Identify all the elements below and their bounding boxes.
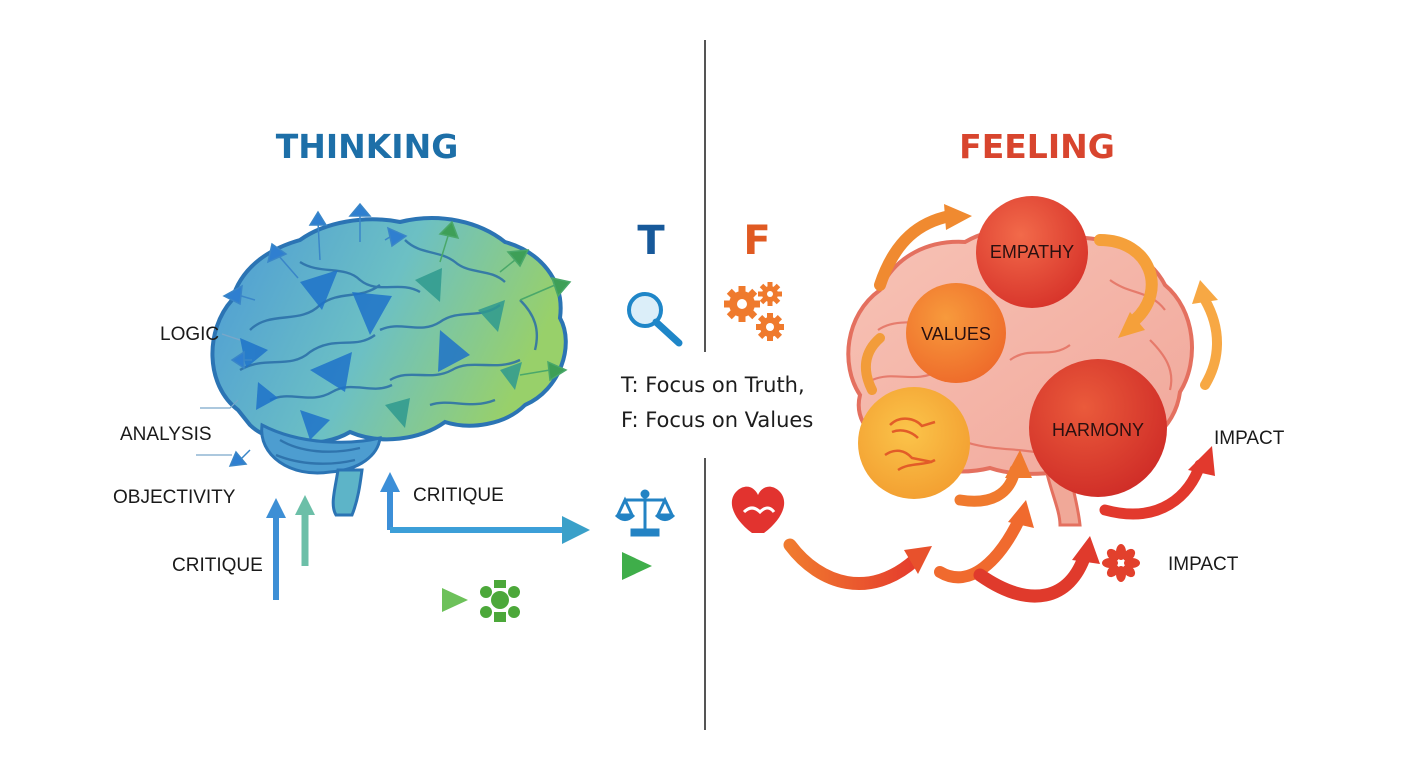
feeling-letter: F [743, 218, 770, 264]
feeling-label-impact-top: IMPACT [1214, 428, 1285, 449]
harmony-circle: HARMONY [1029, 359, 1167, 497]
thinking-label-critique-right: CRITIQUE [413, 485, 504, 506]
values-circle: VALUES [906, 283, 1006, 383]
flower-emblem-icon [480, 580, 520, 622]
thinking-arrows [266, 472, 652, 612]
gears-icon [724, 282, 784, 341]
empathy-circle: EMPATHY [976, 196, 1088, 308]
values-label: VALUES [921, 324, 991, 344]
thinking-letter: T [637, 218, 665, 264]
flower-icon [1102, 544, 1140, 582]
harmony-label: HARMONY [1052, 420, 1144, 440]
feeling-arrows [783, 204, 1222, 603]
scale-icon [614, 489, 676, 537]
thinking-title: THINKING [276, 127, 459, 166]
thinking-brain [196, 202, 572, 517]
thinking-label-logic: LOGIC [160, 324, 219, 345]
thinking-label-analysis: ANALYSIS [120, 424, 212, 445]
empathy-label: EMPATHY [990, 242, 1074, 262]
focus-truth-text: T: Focus on Truth, [620, 373, 805, 397]
thinking-label-critique-left: CRITIQUE [172, 555, 263, 576]
thinking-label-objectivity: OBJECTIVITY [113, 487, 236, 508]
focus-values-text: F: Focus on Values [621, 408, 813, 432]
heart-hands-icon [731, 486, 785, 533]
feeling-title: FEELING [959, 127, 1115, 166]
magnifier-icon [627, 292, 683, 347]
hands-circle [858, 387, 970, 499]
handshake-icon [884, 417, 936, 472]
feeling-label-impact-bottom: IMPACT [1168, 554, 1239, 575]
